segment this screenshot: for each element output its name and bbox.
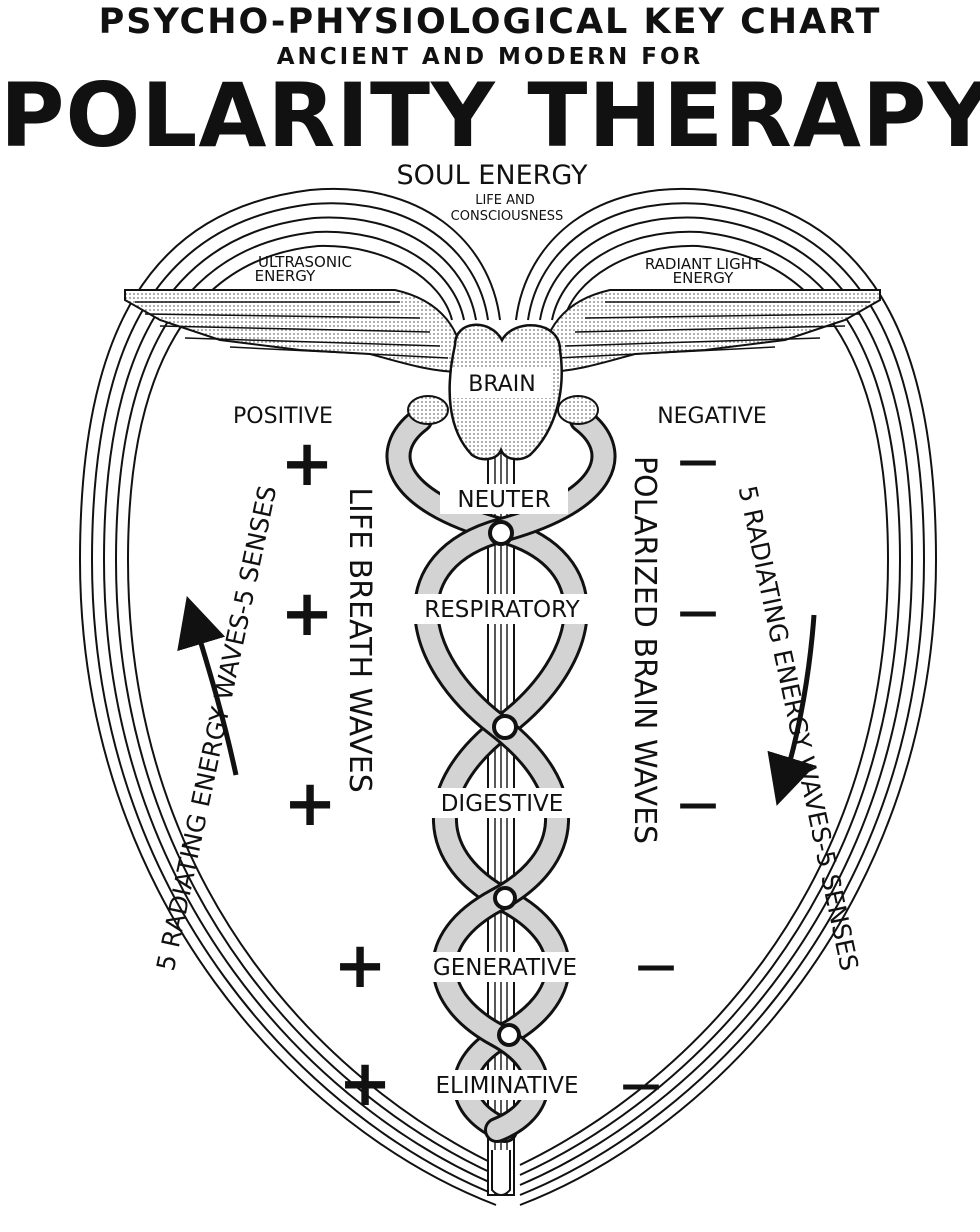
minus-sign: — xyxy=(621,1062,661,1108)
chart-main-title: POLARITY THERAPY xyxy=(0,64,980,167)
brain-label: BRAIN xyxy=(468,372,535,397)
ultrasonic-label: ULTRASONIC xyxy=(258,253,352,271)
right-wing xyxy=(541,289,881,374)
plus-sign: + xyxy=(283,767,337,841)
plus-signs: + + + + + xyxy=(280,427,392,1121)
left-energy-loop xyxy=(78,187,501,1206)
negative-label: NEGATIVE xyxy=(657,404,767,429)
left-wing xyxy=(124,289,464,374)
minus-sign: — xyxy=(636,943,676,989)
radiant-light-label: RADIANT LIGHT xyxy=(645,255,762,273)
center-respiratory: RESPIRATORY xyxy=(424,597,580,623)
serpent-heads xyxy=(407,395,599,425)
life-and-label: LIFE AND xyxy=(475,193,535,208)
center-generative: GENERATIVE xyxy=(433,955,577,981)
brain-label-bg xyxy=(452,368,552,398)
right-down-arrow xyxy=(767,614,817,806)
minus-sign: — xyxy=(678,781,718,827)
plus-sign: + xyxy=(280,427,334,501)
staff-tip xyxy=(491,1150,511,1196)
minus-sign: — xyxy=(678,438,718,484)
positive-label: POSITIVE xyxy=(233,404,333,429)
plus-sign: + xyxy=(333,929,387,1003)
right-energy-loop xyxy=(515,187,938,1206)
consciousness-label: CONSCIOUSNESS xyxy=(451,209,564,224)
center-neuter: NEUTER xyxy=(457,487,550,513)
crossing-knots xyxy=(488,520,521,1047)
center-label-bgs xyxy=(396,484,608,1100)
minus-signs: — — — — — xyxy=(621,438,718,1108)
left-up-arrow xyxy=(177,596,239,776)
radiant-energy-label: ENERGY xyxy=(673,269,734,287)
minus-sign: — xyxy=(678,589,718,635)
left-radiating-waves-label: 5 RADIATING ENERGY WAVES-5 SENSES xyxy=(151,483,282,973)
center-eliminative: ELIMINATIVE xyxy=(435,1073,578,1099)
center-digestive: DIGESTIVE xyxy=(441,791,564,817)
plus-sign: + xyxy=(280,577,334,651)
right-radiating-waves-label: 5 RADIATING ENERGY WAVES-5 SENSES xyxy=(733,483,864,973)
ultrasonic-energy-label: ENERGY xyxy=(255,267,316,285)
life-breath-waves-label: LIFE BREATH WAVES xyxy=(342,487,377,792)
chart-title-line-2: ANCIENT AND MODERN FOR xyxy=(276,44,704,70)
chart-title-line-1: PSYCHO-PHYSIOLOGICAL KEY CHART xyxy=(98,2,882,42)
plus-sign: + xyxy=(338,1047,392,1121)
soul-energy-label: SOUL ENERGY xyxy=(397,160,588,191)
polarized-brain-waves-label: POLARIZED BRAIN WAVES xyxy=(627,456,662,844)
